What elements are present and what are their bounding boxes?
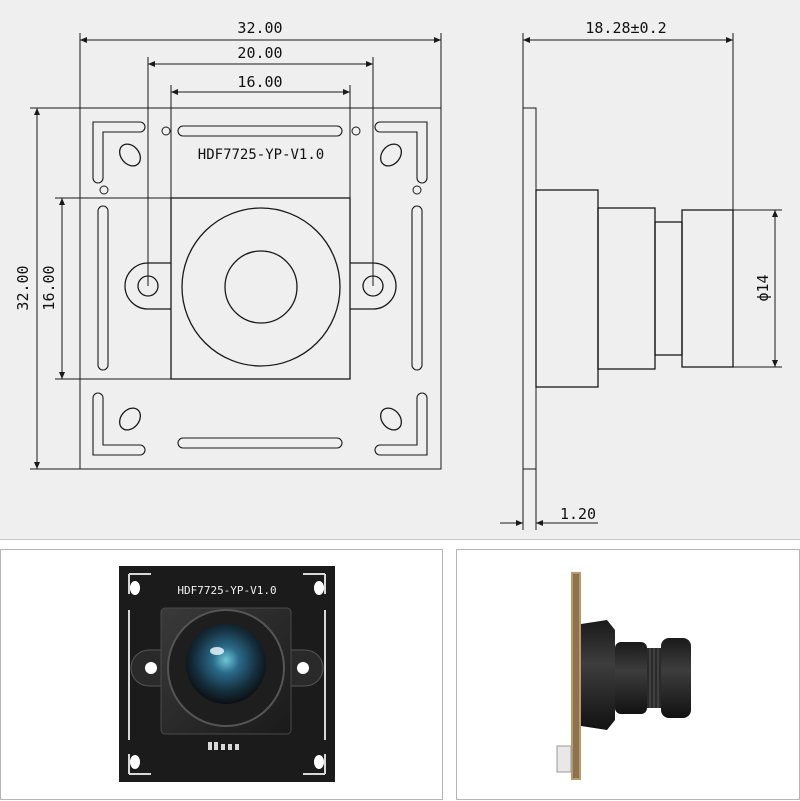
- photo-lens-glass: [186, 624, 266, 704]
- lens-diameter-dimension-label: ϕ14: [754, 274, 772, 301]
- side-photo-barrel: [615, 642, 647, 714]
- pcb-silkscreen-marks: [128, 573, 326, 775]
- technical-drawing-panel: HDF7725-YP-V1.0 32.00 20.00 16.: [0, 0, 800, 540]
- holder-width-dimension-label: 16.00: [237, 73, 282, 91]
- photo-board-label: HDF7725-YP-V1.0: [177, 584, 276, 597]
- side-photo-holder: [581, 620, 615, 730]
- side-photo-lens-head: [661, 638, 691, 718]
- side-photo-threads: [649, 648, 659, 708]
- pcb-thickness-dimension-label: 1.20: [560, 505, 596, 523]
- side-lens-head: [681, 209, 734, 368]
- board-slots: [97, 125, 423, 449]
- photo-front-panel: HDF7725-YP-V1.0: [0, 549, 443, 800]
- side-lens-barrel: [597, 207, 656, 370]
- lens-outer-ring: [181, 207, 341, 367]
- dimension-drawing: HDF7725-YP-V1.0 32.00 20.00 16.: [14, 19, 782, 530]
- lens-inner-ring: [224, 250, 298, 324]
- side-lens-neck: [654, 221, 683, 356]
- front-photo-image: HDF7725-YP-V1.0: [119, 566, 335, 782]
- board-label: HDF7725-YP-V1.0: [198, 147, 324, 163]
- board-outline: [79, 107, 442, 470]
- corner-brackets: [92, 121, 428, 456]
- holder-height-dimension-label: 16.00: [40, 265, 58, 310]
- hole-spacing-dimension-label: 20.00: [237, 44, 282, 62]
- side-dimensions: [500, 33, 782, 530]
- pcb-holes: [130, 581, 324, 769]
- lens-holder-ears: [124, 262, 397, 310]
- photo-holder-ears: [130, 649, 324, 687]
- lens-holder-outline: [170, 197, 351, 380]
- side-photo-pcb: [571, 572, 581, 780]
- side-pcb: [522, 107, 537, 470]
- width-dimension-label: 32.00: [237, 19, 282, 37]
- side-view: [522, 107, 734, 470]
- side-photo-image: [556, 572, 691, 780]
- photo-side-panel: [456, 549, 800, 800]
- photo-bottom-marks: [208, 742, 239, 750]
- side-photo-connector: [556, 745, 572, 773]
- length-dimension-label: 18.28±0.2: [585, 19, 666, 37]
- front-view: [79, 107, 442, 470]
- side-holder-base: [535, 189, 599, 388]
- front-dimensions: [30, 33, 442, 470]
- small-holes: [99, 126, 422, 195]
- height-dimension-label: 32.00: [14, 265, 32, 310]
- corner-oval-holes: [119, 143, 402, 431]
